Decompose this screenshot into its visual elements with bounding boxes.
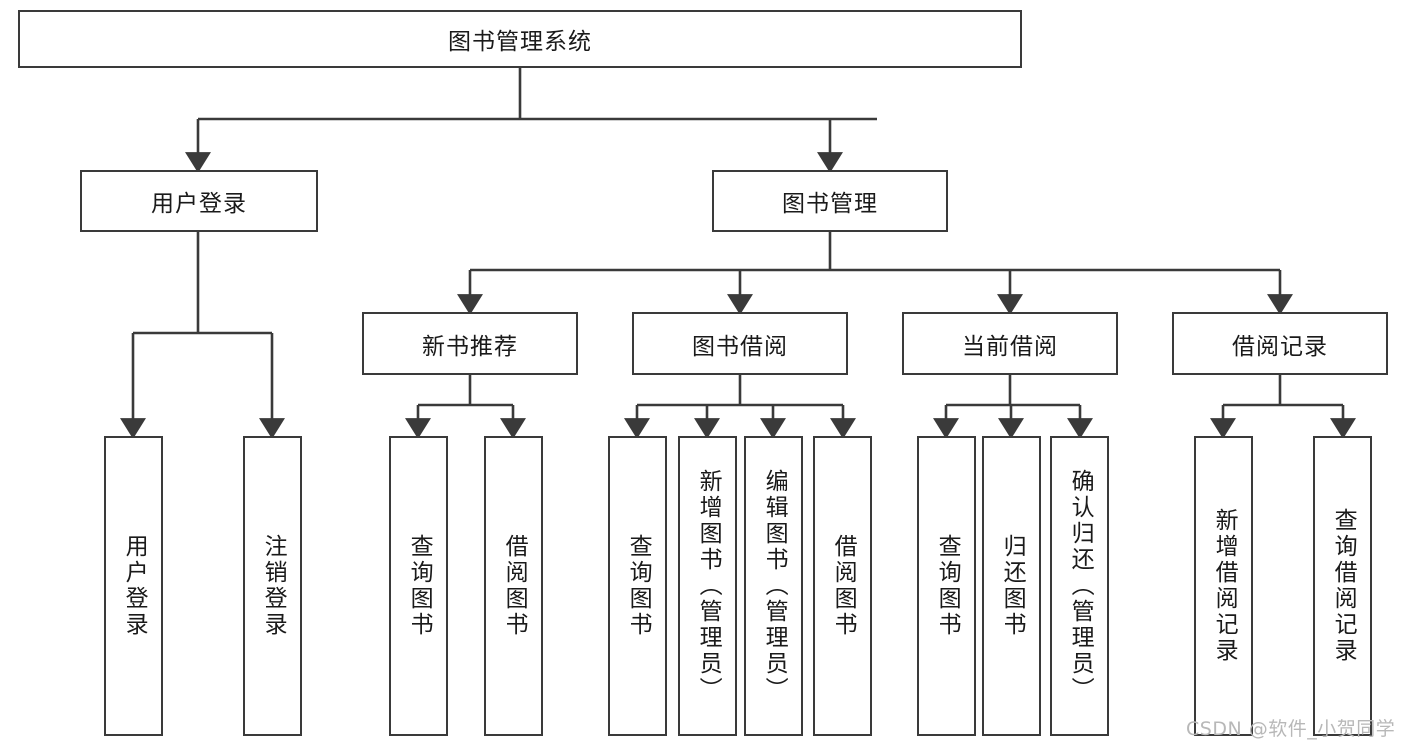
node-label: 查询图书 xyxy=(934,534,961,638)
leaf-edit-book-admin[interactable]: 编辑图书（管理员） xyxy=(744,436,803,736)
node-label: 查询借阅记录 xyxy=(1330,508,1357,664)
node-label: 图书借阅 xyxy=(692,333,788,360)
node-user-login[interactable]: 用户登录 xyxy=(80,170,318,232)
node-label: 编辑图书（管理员） xyxy=(761,469,788,703)
node-label: 确认归还（管理员） xyxy=(1067,469,1094,703)
leaf-return-books[interactable]: 归还图书 xyxy=(982,436,1041,736)
node-label: 新书推荐 xyxy=(422,333,518,360)
leaf-query-books-recommend[interactable]: 查询图书 xyxy=(389,436,448,736)
node-label: 用户登录 xyxy=(121,534,148,638)
node-label: 查询图书 xyxy=(406,534,433,638)
leaf-logout[interactable]: 注销登录 xyxy=(243,436,302,736)
node-borrowing-records[interactable]: 借阅记录 xyxy=(1172,312,1388,375)
node-book-management[interactable]: 图书管理 xyxy=(712,170,948,232)
node-book-borrowing[interactable]: 图书借阅 xyxy=(632,312,848,375)
leaf-query-books-current[interactable]: 查询图书 xyxy=(917,436,976,736)
leaf-borrow-books-recommend[interactable]: 借阅图书 xyxy=(484,436,543,736)
node-label: 查询图书 xyxy=(625,534,652,638)
node-label: 注销登录 xyxy=(260,534,287,638)
node-label: 借阅记录 xyxy=(1232,333,1328,360)
leaf-add-book-admin[interactable]: 新增图书（管理员） xyxy=(678,436,737,736)
node-current-borrowing[interactable]: 当前借阅 xyxy=(902,312,1118,375)
leaf-query-books-borrow[interactable]: 查询图书 xyxy=(608,436,667,736)
node-label: 图书管理 xyxy=(782,191,878,217)
node-book-management-system[interactable]: 图书管理系统 xyxy=(18,10,1022,68)
node-new-book-recommendation[interactable]: 新书推荐 xyxy=(362,312,578,375)
node-label: 用户登录 xyxy=(151,191,247,217)
leaf-user-login[interactable]: 用户登录 xyxy=(104,436,163,736)
node-label: 借阅图书 xyxy=(830,534,857,638)
node-label: 新增图书（管理员） xyxy=(695,469,722,703)
node-label: 借阅图书 xyxy=(501,534,528,638)
node-label: 新增借阅记录 xyxy=(1211,508,1238,664)
node-label: 当前借阅 xyxy=(962,333,1058,360)
node-label: 图书管理系统 xyxy=(448,29,592,55)
node-label: 归还图书 xyxy=(999,534,1026,638)
leaf-borrow-books[interactable]: 借阅图书 xyxy=(813,436,872,736)
leaf-query-borrow-record[interactable]: 查询借阅记录 xyxy=(1313,436,1372,736)
leaf-confirm-return-admin[interactable]: 确认归还（管理员） xyxy=(1050,436,1109,736)
leaf-add-borrow-record[interactable]: 新增借阅记录 xyxy=(1194,436,1253,736)
